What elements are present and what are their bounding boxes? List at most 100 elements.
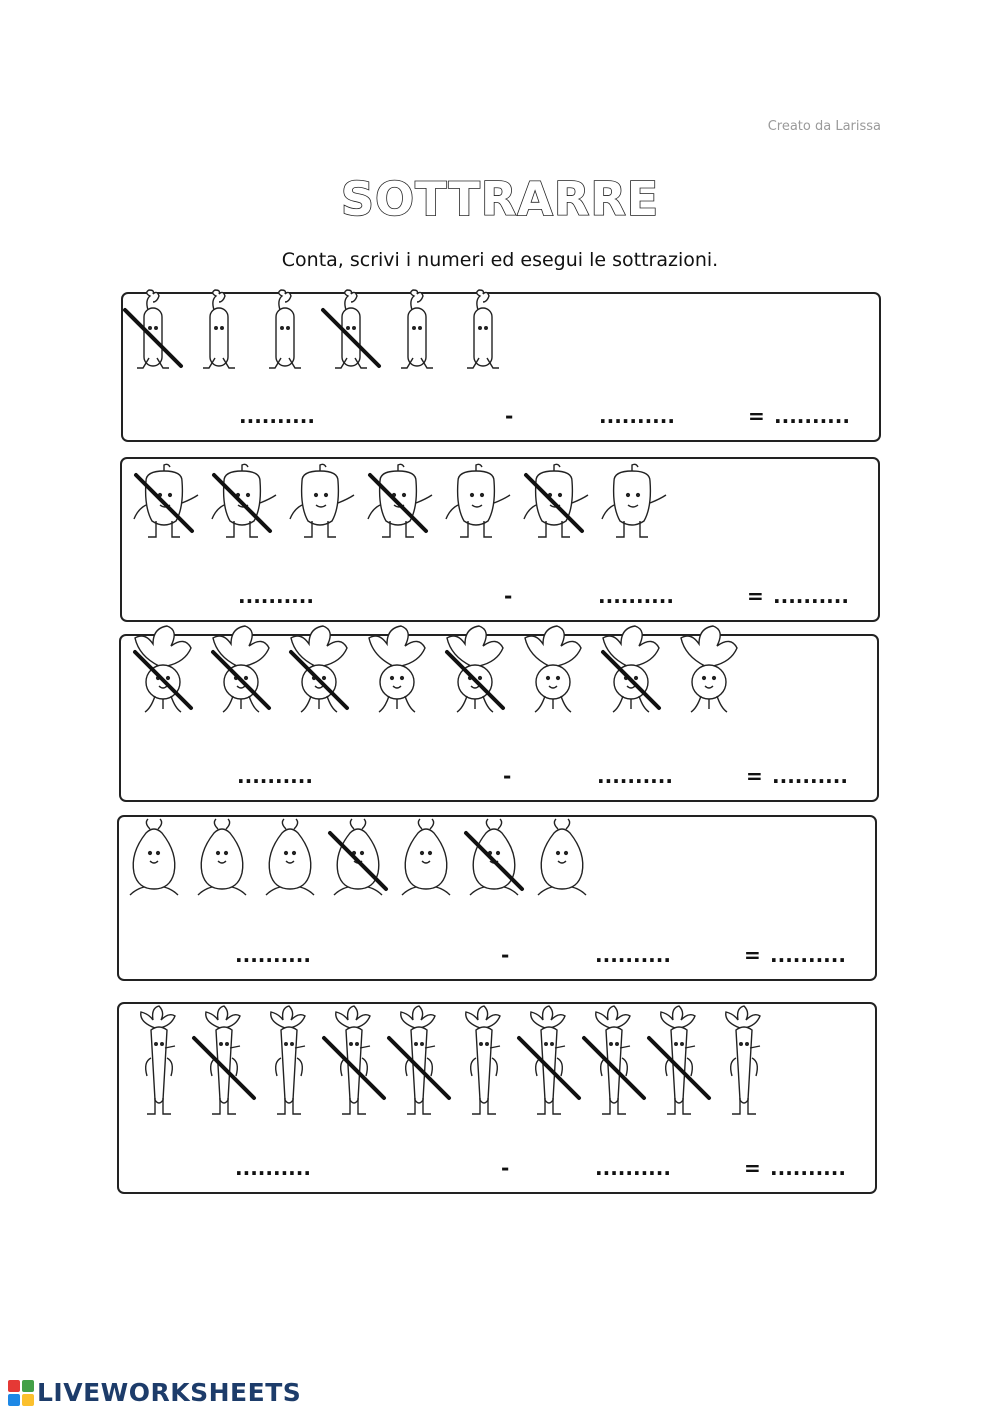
carota-icon: [387, 1005, 451, 1115]
subtraction-equation: .......... -.......... =..........: [122, 584, 878, 614]
equals-sign: =: [748, 404, 765, 428]
subtraction-equation: .......... -.......... =..........: [119, 943, 875, 973]
rapa-icon: [524, 625, 582, 713]
answer-blank[interactable]: ..........: [595, 1156, 671, 1180]
melanzana-icon: [401, 818, 451, 896]
rapa-icon: [601, 625, 661, 713]
equals-sign: =: [744, 943, 761, 967]
carota-icon: [465, 1005, 501, 1115]
rapa-icon: [680, 625, 738, 713]
cross-out-mark: [134, 473, 194, 533]
rapa-icon: [211, 625, 271, 713]
equals-sign: =: [747, 584, 764, 608]
answer-blank[interactable]: ..........: [773, 584, 849, 608]
melanzana-icon: [464, 818, 524, 896]
minus-sign: -: [505, 404, 514, 428]
cross-out-mark: [211, 650, 271, 710]
zucchina-icon: [123, 289, 183, 369]
carota-icon: [517, 1005, 581, 1115]
vegetable-row: [123, 289, 499, 369]
rapa-icon: [445, 625, 505, 713]
peperone-icon: [289, 463, 355, 538]
answer-blank[interactable]: ..........: [595, 943, 671, 967]
zucchina-icon: [467, 289, 499, 369]
subtraction-equation: .......... -.......... =..........: [121, 764, 877, 794]
subtraction-equation: .......... -.......... =..........: [119, 1156, 875, 1186]
exercise-box-1: .......... -.......... =..........: [121, 289, 881, 442]
minus-sign: -: [503, 764, 512, 788]
answer-blank[interactable]: ..........: [772, 764, 848, 788]
answer-blank[interactable]: ..........: [598, 584, 674, 608]
melanzana-icon: [197, 818, 247, 896]
answer-blank[interactable]: ..........: [235, 1156, 311, 1180]
rapa-icon: [368, 625, 426, 713]
equals-sign: =: [746, 764, 763, 788]
carota-icon: [270, 1005, 306, 1115]
credit-text: Creato da Larissa: [767, 119, 881, 134]
rapa-icon: [133, 625, 193, 713]
cross-out-mark: [368, 473, 428, 533]
cross-out-mark: [464, 831, 524, 891]
cross-out-mark: [289, 650, 349, 710]
answer-blank[interactable]: ..........: [774, 404, 850, 428]
peperone-icon: [523, 463, 589, 538]
zucchina-icon: [401, 289, 433, 369]
cross-out-mark: [524, 473, 584, 533]
minus-sign: -: [501, 943, 510, 967]
rapa-icon: [289, 625, 349, 713]
minus-sign: -: [504, 584, 513, 608]
subtraction-equation: .......... -.......... =..........: [123, 404, 879, 434]
carota-icon: [582, 1005, 646, 1115]
answer-blank[interactable]: ..........: [597, 764, 673, 788]
peperone-icon: [211, 463, 277, 538]
melanzana-icon: [537, 818, 587, 896]
cross-out-mark: [322, 1036, 386, 1100]
cross-out-mark: [321, 308, 381, 368]
peperone-icon: [367, 463, 433, 538]
carota-icon: [647, 1005, 711, 1115]
logo-icon: [8, 1379, 34, 1406]
melanzana-icon: [265, 818, 315, 896]
zucchina-icon: [269, 289, 301, 369]
liveworksheets-logo: LIVEWORKSHEETS: [8, 1378, 301, 1407]
vegetable-row: [129, 818, 587, 896]
vegetable-row: [140, 1005, 761, 1115]
peperone-icon: [445, 463, 511, 538]
equals-sign: =: [744, 1156, 761, 1180]
exercise-box-4: .......... -.......... =..........: [117, 815, 877, 981]
cross-out-mark: [328, 831, 388, 891]
cross-out-mark: [582, 1036, 646, 1100]
cross-out-mark: [192, 1036, 256, 1100]
brand-name: LIVEWORKSHEETS: [37, 1378, 302, 1407]
cross-out-mark: [133, 650, 193, 710]
answer-blank[interactable]: ..........: [235, 943, 311, 967]
answer-blank[interactable]: ..........: [237, 764, 313, 788]
vegetable-row: [133, 625, 738, 713]
melanzana-icon: [129, 818, 179, 896]
melanzana-icon: [328, 818, 388, 896]
cross-out-mark: [601, 650, 661, 710]
cross-out-mark: [212, 473, 272, 533]
peperone-icon: [601, 463, 667, 538]
zucchina-icon: [321, 289, 381, 369]
peperone-icon: [133, 463, 199, 538]
carota-icon: [140, 1005, 176, 1115]
cross-out-mark: [445, 650, 505, 710]
cross-out-mark: [517, 1036, 581, 1100]
instruction-text: Conta, scrivi i numeri ed esegui le sott…: [281, 249, 719, 271]
zucchina-icon: [203, 289, 235, 369]
exercise-box-5: .......... -.......... =..........: [117, 1002, 877, 1194]
answer-blank[interactable]: ..........: [239, 404, 315, 428]
answer-blank[interactable]: ..........: [770, 1156, 846, 1180]
cross-out-mark: [647, 1036, 711, 1100]
answer-blank[interactable]: ..........: [599, 404, 675, 428]
minus-sign: -: [501, 1156, 510, 1180]
cross-out-mark: [123, 308, 183, 368]
page-title: SOTTRARRE: [340, 171, 660, 227]
exercise-box-2: .......... -.......... =..........: [120, 457, 880, 622]
cross-out-mark: [387, 1036, 451, 1100]
answer-blank[interactable]: ..........: [770, 943, 846, 967]
answer-blank[interactable]: ..........: [238, 584, 314, 608]
carota-icon: [725, 1005, 761, 1115]
carota-icon: [192, 1005, 256, 1115]
